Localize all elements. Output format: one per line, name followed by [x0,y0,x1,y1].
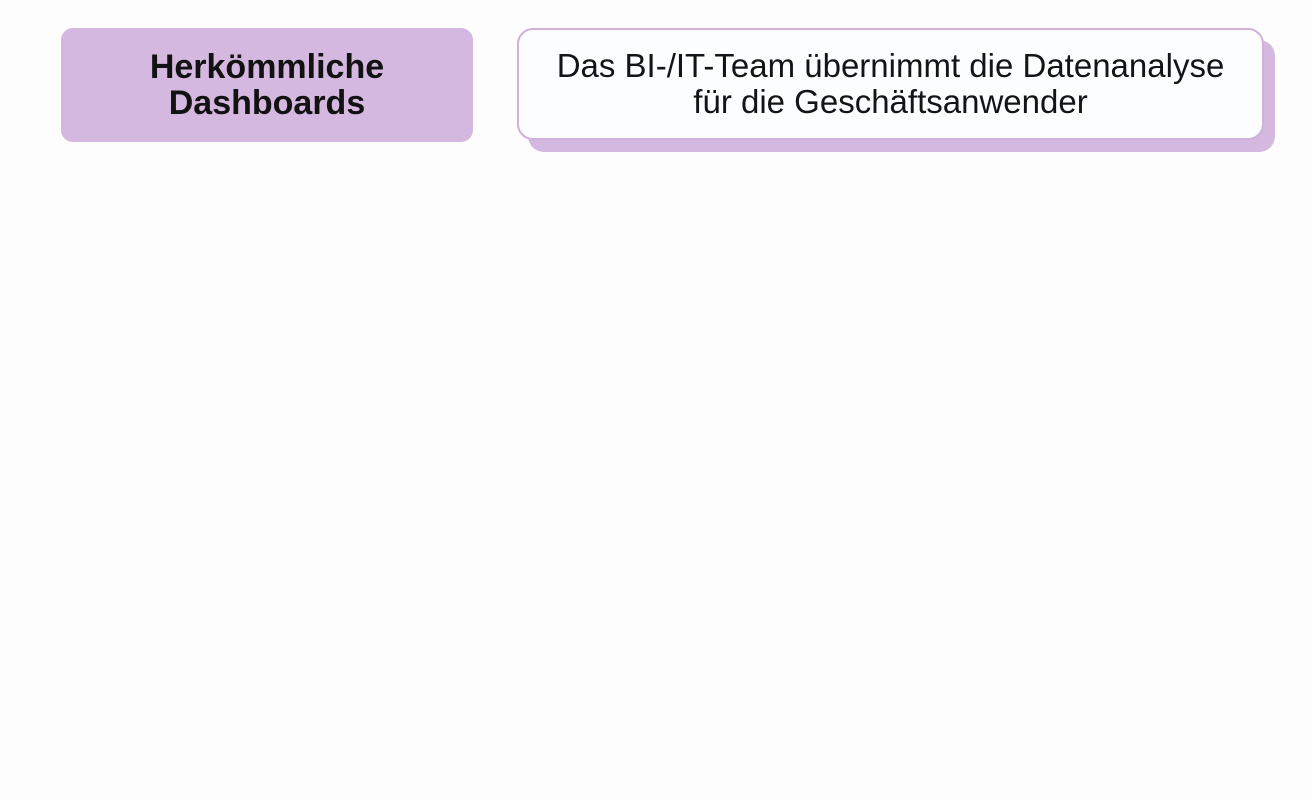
row-label: Herkömmliche Dashboards [149,48,385,122]
comparison-row: Herkömmliche Dashboards Das BI-/IT-Team … [0,0,1312,160]
description-box: Das BI-/IT-Team übernimmt die Datenanaly… [517,28,1264,140]
row-label-box: Herkömmliche Dashboards [61,28,473,142]
row-description: Das BI-/IT-Team übernimmt die Datenanaly… [556,47,1225,120]
